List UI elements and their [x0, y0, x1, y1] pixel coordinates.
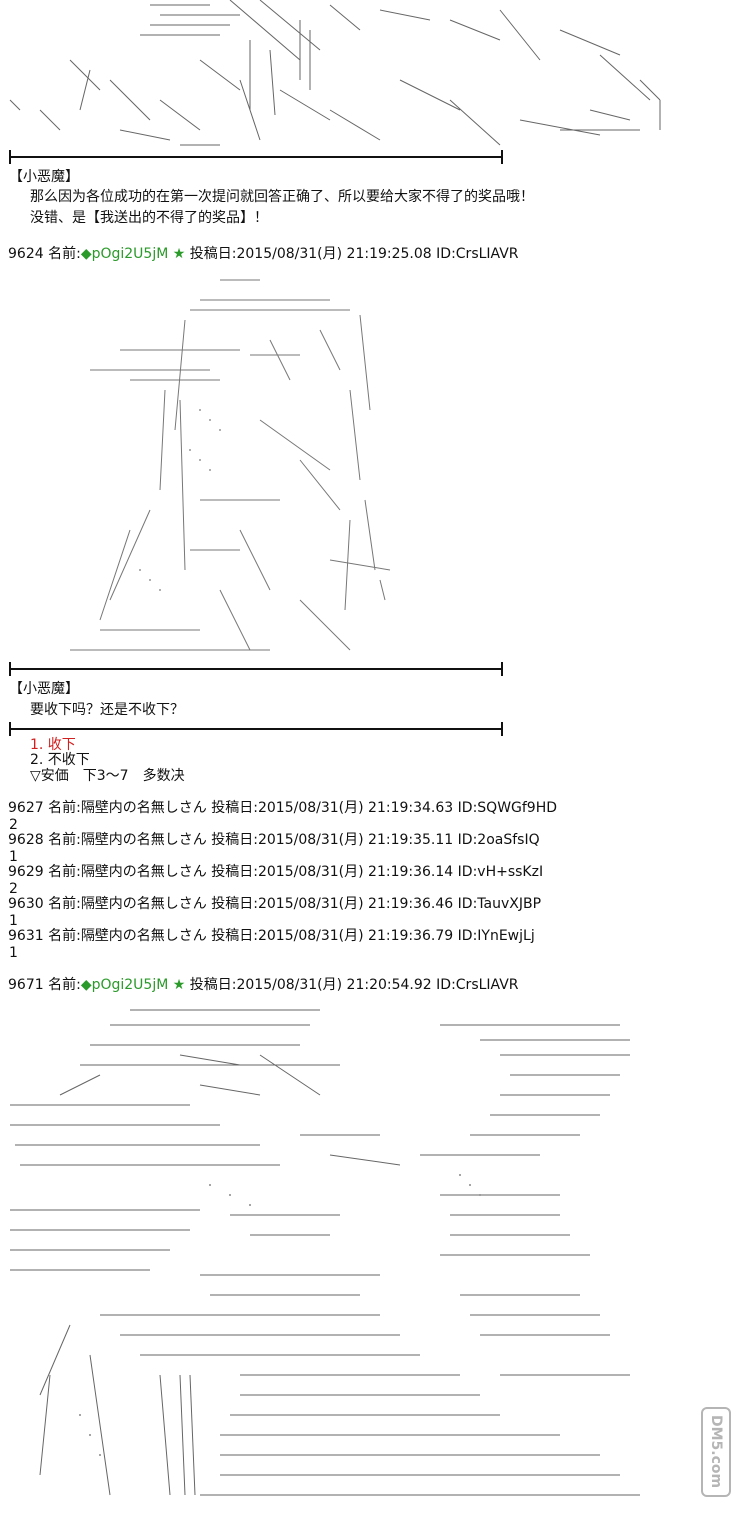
ascii-art-character	[0, 270, 420, 665]
reply-value: 2	[9, 817, 18, 833]
post-number: 9627	[8, 800, 44, 816]
dialogue-line: 要收下吗？还是不收下？	[30, 702, 184, 718]
dialogue-line: 没错、是【我送出的不得了的奖品】！	[30, 210, 268, 226]
dialogue-line: 那么因为各位成功的在第一次提问就回答正确了、所以要给大家不得了的奖品哦！	[30, 189, 534, 205]
poster-name: 隔壁内の名無しさん	[80, 928, 207, 944]
poster-id: ID:TauvXJBP	[457, 896, 542, 912]
ascii-art-bottom	[0, 995, 700, 1515]
watermark-logo: DM5.com	[701, 1407, 731, 1497]
post-number: 9630	[8, 896, 44, 912]
date-label: 投稿日:	[211, 832, 258, 848]
poster-id: ID:vH+ssKzI	[457, 864, 544, 880]
poster-id: ID:SQWGf9HD	[457, 800, 558, 816]
divider-rule	[9, 662, 503, 676]
poster-id: ID:IYnEwjLj	[457, 928, 535, 944]
choice-option: 1. 收下	[30, 737, 76, 753]
choice-option: 2. 不收下	[30, 752, 90, 768]
date-label: 投稿日:	[189, 246, 237, 262]
poster-name: 隔壁内の名無しさん	[80, 864, 207, 880]
star-icon: ★	[172, 977, 186, 993]
post-date: 2015/08/31(月) 21:19:35.11	[257, 832, 454, 848]
date-label: 投稿日:	[211, 800, 258, 816]
name-label: 名前:	[48, 977, 81, 993]
reply-header: 9631 名前:隔壁内の名無しさん 投稿日:2015/08/31(月) 21:1…	[8, 928, 535, 945]
reply-header: 9627 名前:隔壁内の名無しさん 投稿日:2015/08/31(月) 21:1…	[8, 800, 557, 817]
divider-rule	[9, 150, 503, 164]
post-header: 9624 名前:◆pOgi2U5jM ★ 投稿日:2015/08/31(月) 2…	[8, 246, 519, 263]
speaker-label: 【小恶魔】	[9, 681, 79, 697]
vote-note: ▽安価 下3～7 多数决	[30, 768, 185, 784]
reply-value: 2	[9, 881, 18, 897]
name-label: 名前:	[48, 896, 81, 912]
reply-header: 9629 名前:隔壁内の名無しさん 投稿日:2015/08/31(月) 21:1…	[8, 864, 543, 881]
poster-name: 隔壁内の名無しさん	[80, 896, 207, 912]
post-date: 2015/08/31(月) 21:19:36.14	[257, 864, 454, 880]
post-date: 2015/08/31(月) 21:19:25.08	[236, 246, 432, 262]
speaker-label: 【小恶魔】	[9, 169, 79, 185]
date-label: 投稿日:	[211, 896, 258, 912]
date-label: 投稿日:	[211, 864, 258, 880]
date-label: 投稿日:	[211, 928, 258, 944]
post-date: 2015/08/31(月) 21:19:34.63	[257, 800, 454, 816]
poster-name: 隔壁内の名無しさん	[80, 832, 207, 848]
post-date: 2015/08/31(月) 21:20:54.92	[236, 977, 432, 993]
post-number: 9628	[8, 832, 44, 848]
name-label: 名前:	[48, 928, 81, 944]
poster-name: 隔壁内の名無しさん	[80, 800, 207, 816]
name-label: 名前:	[48, 864, 81, 880]
post-date: 2015/08/31(月) 21:19:36.46	[257, 896, 454, 912]
poster-id: ID:2oaSfsIQ	[457, 832, 540, 848]
star-icon: ★	[172, 246, 186, 262]
post-number: 9631	[8, 928, 44, 944]
reply-value: 1	[9, 945, 18, 961]
poster-id: ID:CrsLIAVR	[436, 246, 519, 262]
post-header: 9671 名前:◆pOgi2U5jM ★ 投稿日:2015/08/31(月) 2…	[8, 977, 519, 994]
poster-id: ID:CrsLIAVR	[436, 977, 519, 993]
post-date: 2015/08/31(月) 21:19:36.79	[257, 928, 454, 944]
reply-header: 9630 名前:隔壁内の名無しさん 投稿日:2015/08/31(月) 21:1…	[8, 896, 541, 913]
name-label: 名前:	[48, 246, 81, 262]
reply-value: 1	[9, 849, 18, 865]
trip-code: ◆pOgi2U5jM	[80, 977, 169, 993]
trip-code: ◆pOgi2U5jM	[80, 246, 169, 262]
reply-value: 1	[9, 913, 18, 929]
name-label: 名前:	[48, 800, 81, 816]
post-number: 9624	[8, 246, 44, 262]
date-label: 投稿日:	[189, 977, 237, 993]
ascii-art-top	[0, 0, 743, 150]
name-label: 名前:	[48, 832, 81, 848]
divider-rule	[9, 722, 503, 736]
post-number: 9629	[8, 864, 44, 880]
post-number: 9671	[8, 977, 44, 993]
reply-header: 9628 名前:隔壁内の名無しさん 投稿日:2015/08/31(月) 21:1…	[8, 832, 540, 849]
